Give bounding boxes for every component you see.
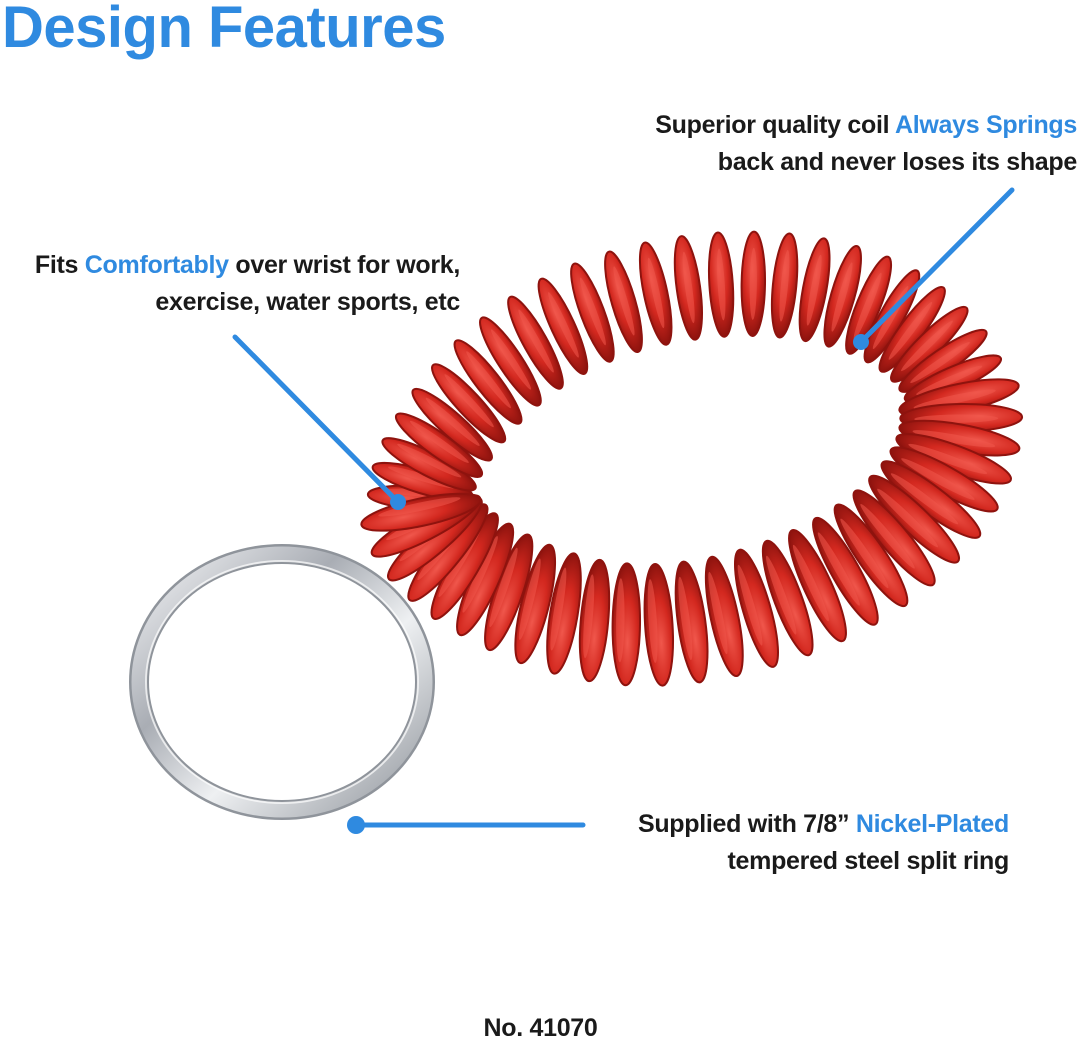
coil-turn-highlight: [616, 578, 625, 663]
coil-turn-highlight: [908, 443, 988, 475]
callout-spring-text: Superior quality coil: [655, 111, 896, 139]
callout-fits-comfortably: Fits Comfortably over wrist for work, ex…: [35, 247, 460, 321]
callout-comfort-line2: exercise, water sports, etc: [155, 288, 460, 316]
coil-turn-highlight: [518, 558, 541, 640]
callout-ring-highlight: Nickel-Plated: [855, 810, 1009, 838]
coil-turn-highlight: [901, 458, 975, 500]
coil-turn-highlight: [397, 443, 462, 478]
leader-dot-spring: [853, 334, 869, 350]
coil-turn-highlight: [548, 292, 579, 358]
spiral-wrist-coil-icon: [360, 230, 1024, 687]
coil-turn-highlight: [890, 473, 959, 525]
coil-turn: [761, 539, 814, 657]
coil-turn: [788, 529, 847, 643]
leader-dot-ring: [347, 816, 365, 834]
coil-turn-highlight: [779, 249, 790, 322]
coil-turn-highlight: [716, 248, 726, 321]
page-title: Design Features: [2, 0, 446, 60]
coil-turn-highlight: [749, 247, 757, 320]
coil-turn-highlight: [678, 576, 693, 661]
coil-turn-highlight: [647, 579, 658, 663]
coil-turn-highlight: [466, 351, 511, 409]
coil-turn-highlight: [579, 277, 606, 346]
coil-turn-highlight: [682, 251, 695, 324]
coil-turn-highlight: [613, 266, 635, 336]
callout-spring-line2: back and never loses its shape: [717, 148, 1078, 176]
coil-turn-highlight: [647, 257, 665, 329]
coil-turn-highlight: [877, 488, 938, 548]
coil-turn-highlight: [489, 547, 518, 628]
coil-turn-highlight: [853, 272, 882, 340]
leader-dot-comfort: [390, 494, 406, 510]
callout-comfort-pre: Fits: [34, 251, 85, 279]
callout-comfort-line1: Fits Comfortably over wrist for work,: [35, 247, 460, 284]
coil-turn-highlight: [888, 301, 933, 360]
coil-turn-highlight: [901, 320, 953, 372]
coil-turn-highlight: [490, 329, 532, 390]
coil-turn-highlight: [913, 389, 996, 409]
coil-turn-highlight: [831, 262, 853, 332]
coil-turn-highlight: [444, 374, 494, 428]
coil-turn-highlight: [840, 518, 889, 589]
callout-spring-line1: Superior quality coil Always Springs: [655, 107, 1077, 144]
coil-turn-highlight: [518, 309, 554, 373]
coil-turn: [812, 516, 879, 626]
coil-turn-highlight: [910, 342, 970, 384]
coil-turn-highlight: [425, 397, 480, 446]
split-key-ring-icon: [129, 544, 435, 820]
callout-ring-line1: Supplied with 7/8” Nickel-Plated: [638, 806, 1009, 843]
leader-line-comfort: [232, 334, 401, 505]
callout-ring-line2: tempered steel split ring: [727, 847, 1010, 875]
callout-ring-pre: Supplied with 7/8”: [637, 810, 856, 838]
callout-nickel-plated: Supplied with 7/8” Nickel-Plated tempere…: [638, 806, 1009, 880]
coil-turn-highlight: [860, 504, 915, 569]
coil-turn: [643, 563, 674, 687]
coil-turn-highlight: [806, 254, 822, 326]
coil-turn-highlight: [766, 555, 797, 635]
coil-turn-highlight: [817, 532, 860, 606]
coil-turn-highlight: [409, 420, 469, 463]
coil-turn: [546, 552, 582, 675]
coil-turn-highlight: [737, 564, 763, 646]
coil-turn: [514, 543, 557, 665]
coil-turn-highlight: [462, 536, 498, 613]
coil-turn-highlight: [378, 497, 461, 517]
callout-spring-highlight: Always Springs: [895, 111, 1077, 139]
coil-turn-highlight: [916, 365, 983, 396]
coil-turn-highlight: [792, 544, 829, 622]
callout-comfort-highlight: Comfortably: [84, 251, 229, 279]
coil-turn-highlight: [912, 430, 996, 448]
leader-line-spring: [858, 187, 1015, 345]
coil-turn-highlight: [708, 571, 728, 655]
coil-turn-highlight: [550, 567, 567, 651]
callout-always-springs: Superior quality coil Always Springs bac…: [655, 107, 1077, 181]
callout-leader-lines: [232, 187, 1015, 834]
coil-turn: [833, 503, 909, 608]
model-number: No. 41070: [483, 1014, 598, 1042]
coil-turn-highlight: [583, 574, 595, 659]
callout-comfort-post: over wrist for work,: [228, 251, 460, 279]
